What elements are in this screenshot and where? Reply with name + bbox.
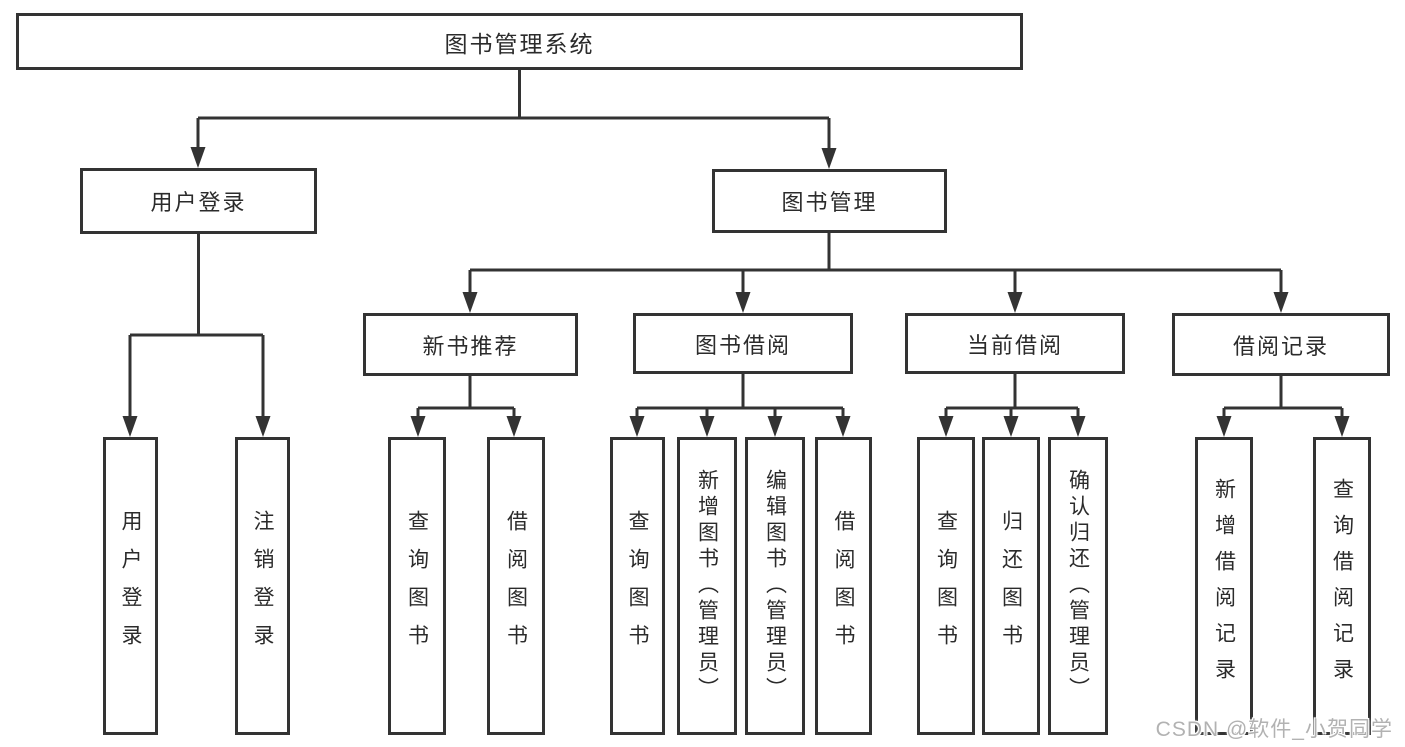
node-label: 查询图书 [626, 510, 649, 662]
node-label: 查询图书 [405, 510, 429, 662]
arrow-heads [122, 147, 1350, 437]
leaf-return-book: 归还图书 [982, 437, 1040, 735]
node-label: 借阅记录 [1232, 333, 1329, 359]
arrow-down-icon [410, 416, 426, 437]
node-label: 确认归还（管理员） [1066, 469, 1090, 703]
leaf-query-borrow-record: 查询借阅记录 [1313, 437, 1371, 735]
node-current-borrowing: 当前借阅 [905, 313, 1125, 374]
leaf-borrow-books-borrowing: 借阅图书 [815, 437, 872, 735]
node-new-book-recommendation: 新书推荐 [363, 313, 578, 376]
node-label: 注销登录 [251, 510, 274, 662]
arrow-down-icon [1273, 292, 1289, 313]
node-label: 用户登录 [119, 510, 142, 662]
node-label: 借阅图书 [832, 510, 855, 662]
arrow-down-icon [190, 147, 206, 168]
arrow-down-icon [122, 416, 138, 437]
leaf-borrow-books-recommend: 借阅图书 [487, 437, 545, 735]
arrow-down-icon [835, 416, 851, 437]
node-label: 编辑图书（管理员） [763, 469, 787, 703]
node-label: 新增图书（管理员） [695, 469, 719, 703]
node-label: 图书管理系统 [444, 30, 595, 57]
arrow-down-icon [1070, 416, 1086, 437]
node-label: 查询图书 [934, 510, 958, 662]
node-book-management: 图书管理 [712, 169, 947, 233]
node-label: 归还图书 [999, 510, 1023, 662]
node-label: 借阅图书 [504, 510, 528, 662]
arrow-down-icon [735, 292, 751, 313]
node-book-borrowing: 图书借阅 [633, 313, 853, 374]
arrow-down-icon [462, 292, 478, 313]
leaf-add-book-admin: 新增图书（管理员） [677, 437, 737, 735]
node-library-management-system: 图书管理系统 [16, 13, 1023, 70]
arrow-down-icon [1007, 292, 1023, 313]
node-label: 用户登录 [150, 190, 247, 215]
node-label: 图书借阅 [694, 332, 791, 358]
arrow-down-icon [767, 416, 783, 437]
arrow-down-icon [1003, 416, 1019, 437]
node-label: 查询借阅记录 [1330, 478, 1354, 694]
arrow-down-icon [1334, 416, 1350, 437]
leaf-query-books-current: 查询图书 [917, 437, 975, 735]
leaf-confirm-return-admin: 确认归还（管理员） [1048, 437, 1108, 735]
node-user-login: 用户登录 [80, 168, 317, 234]
node-label: 图书管理 [781, 190, 878, 215]
arrow-down-icon [699, 416, 715, 437]
node-label: 当前借阅 [966, 332, 1063, 358]
leaf-add-borrow-record: 新增借阅记录 [1195, 437, 1253, 735]
csdn-watermark: CSDN @软件_小贺同学 [1155, 718, 1393, 741]
arrow-down-icon [821, 148, 837, 169]
arrow-down-icon [938, 416, 954, 437]
node-label: 新书推荐 [422, 333, 519, 359]
arrow-down-icon [506, 416, 522, 437]
arrow-down-icon [255, 416, 271, 437]
node-label: 新增借阅记录 [1212, 478, 1236, 694]
arrow-down-icon [1216, 416, 1232, 437]
leaf-query-books-borrowing: 查询图书 [610, 437, 665, 735]
leaf-logout: 注销登录 [235, 437, 290, 735]
leaf-query-books-recommend: 查询图书 [388, 437, 446, 735]
node-borrowing-records: 借阅记录 [1172, 313, 1390, 376]
connector-path [128, 70, 1344, 419]
arrow-down-icon [629, 416, 645, 437]
leaf-edit-book-admin: 编辑图书（管理员） [745, 437, 805, 735]
leaf-user-login: 用户登录 [103, 437, 158, 735]
